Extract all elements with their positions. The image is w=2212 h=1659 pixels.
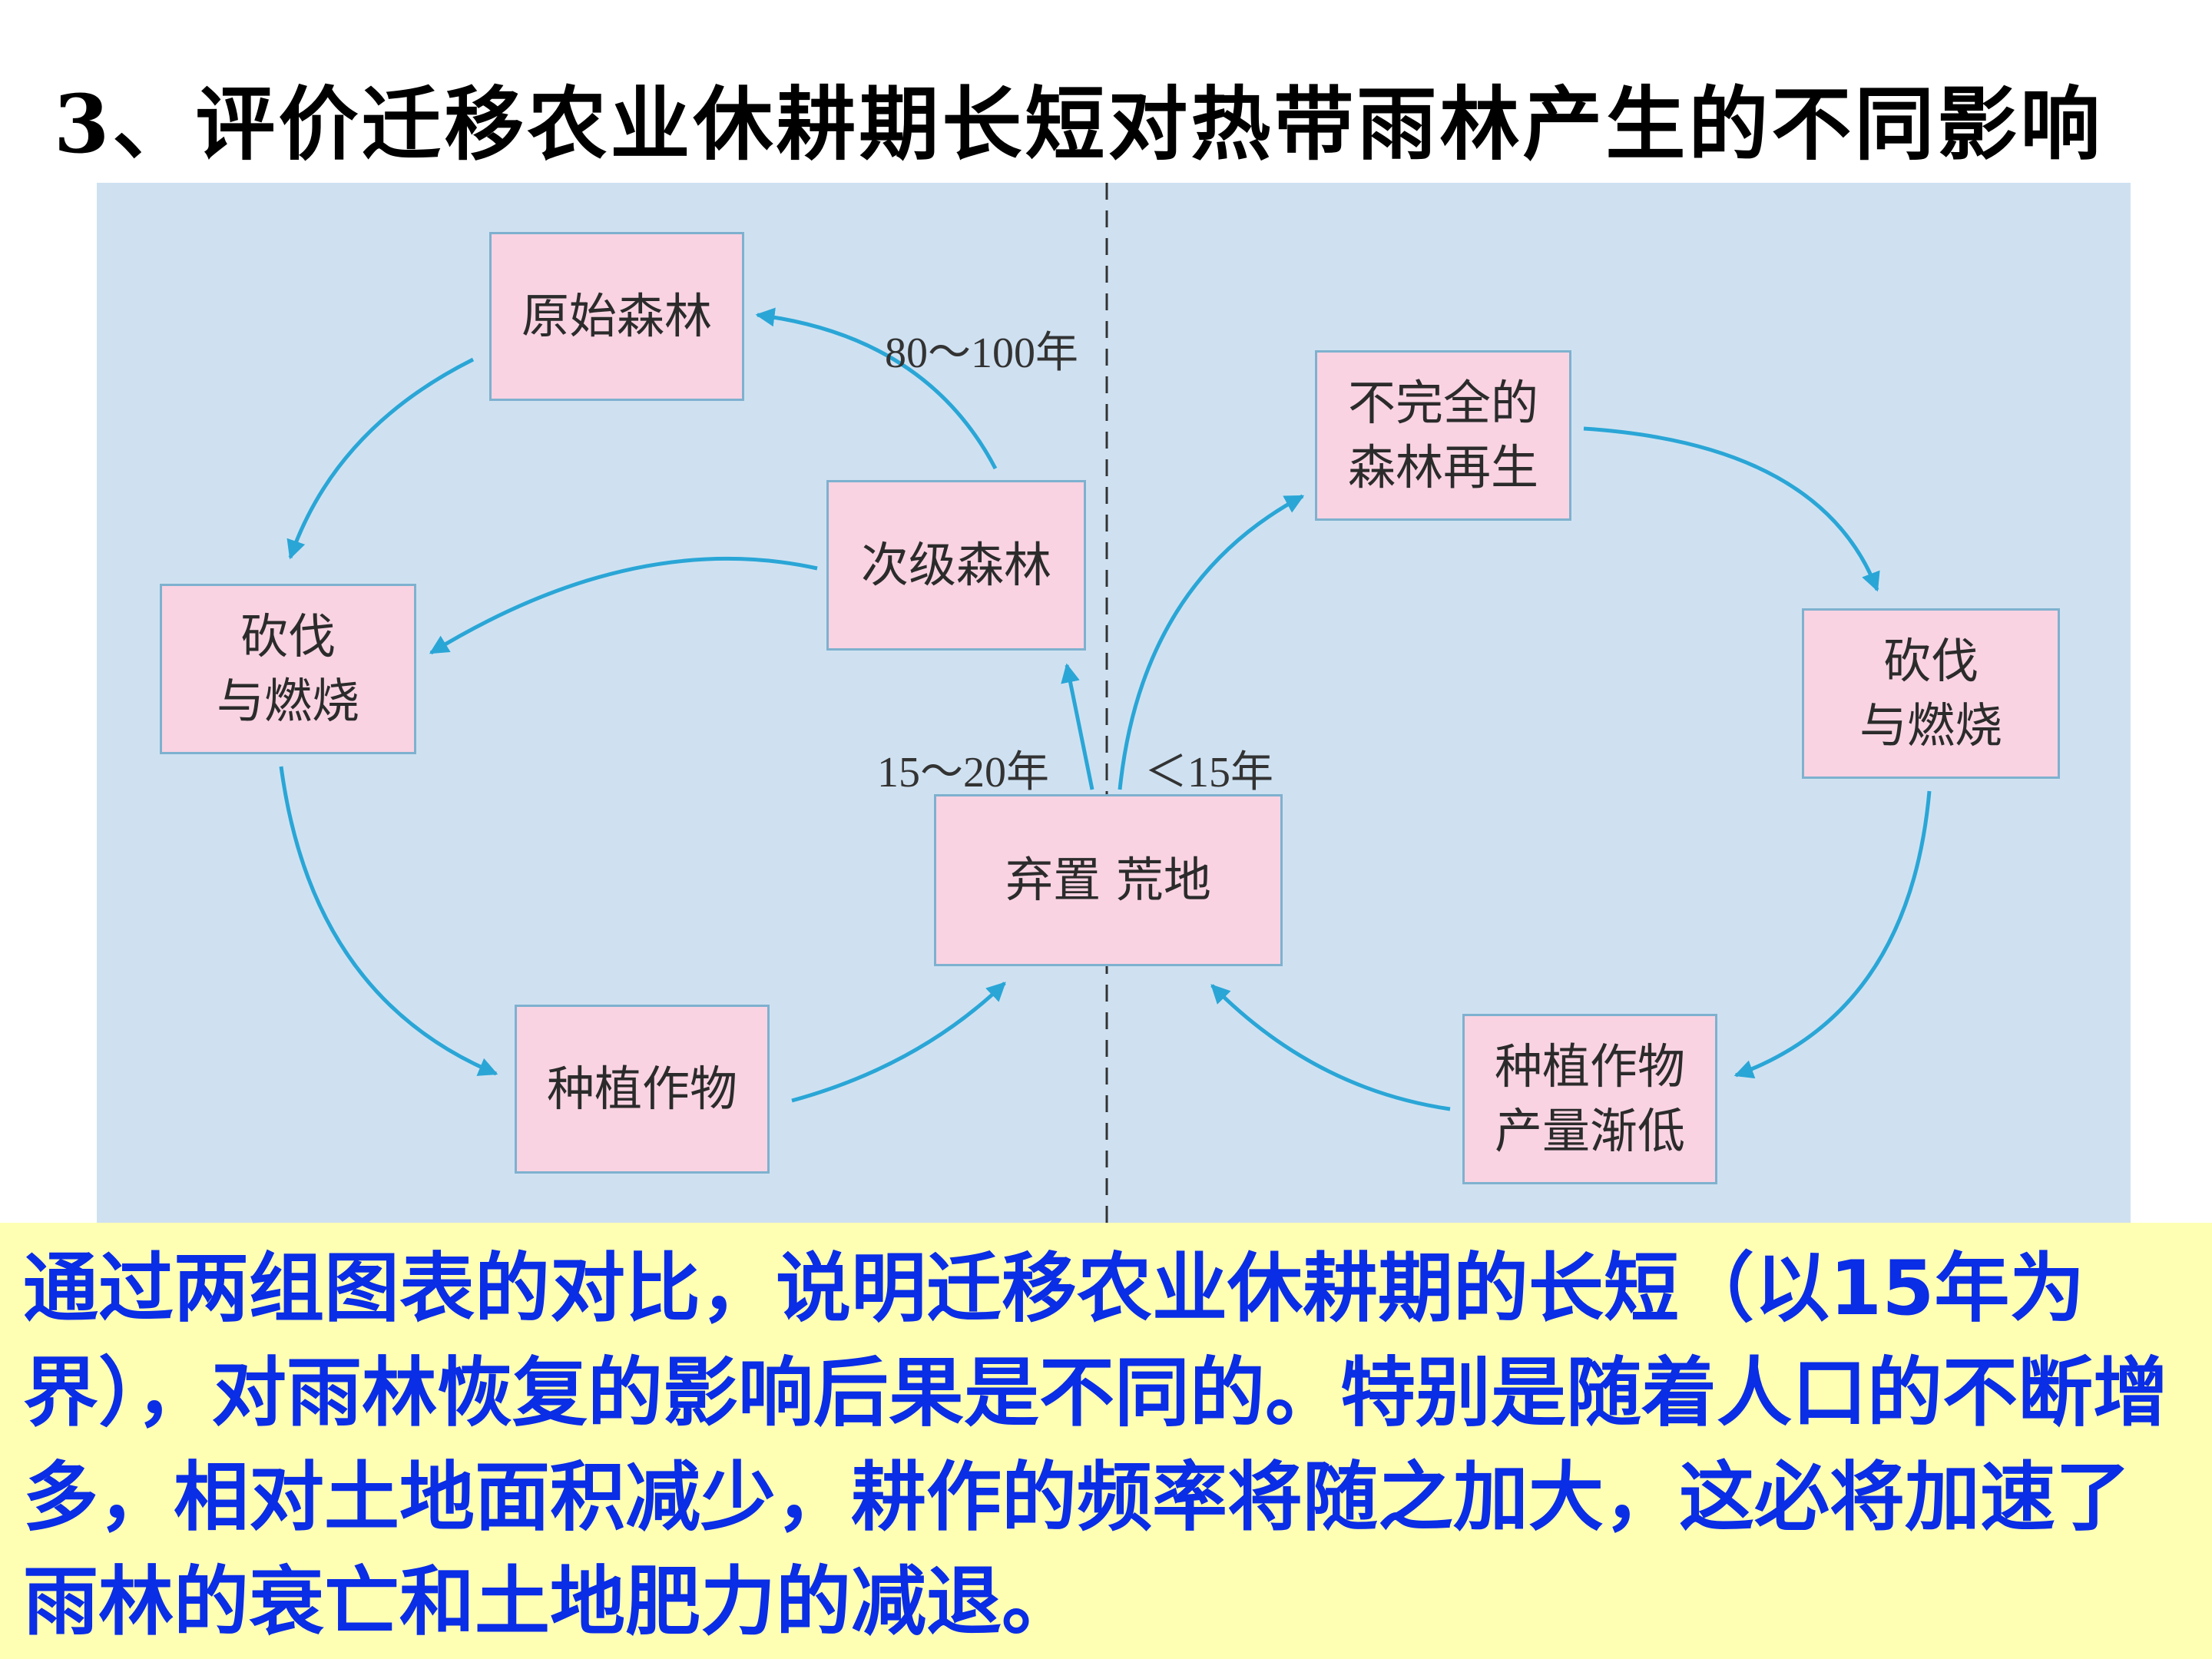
label-15-20-years: 15～20年 (877, 749, 1049, 796)
node-crops-right-line1: 种植作物 (1494, 1038, 1685, 1094)
node-crops-right-text: 种植作物 产量渐低 (1495, 1035, 1685, 1164)
diagram-arrows (279, 183, 1932, 1286)
node-cut-burn-left-text: 砍伐 与燃烧 (217, 604, 359, 733)
node-abandoned-land-label: 弃置 荒地 (1005, 852, 1211, 908)
node-secondary-forest: 次级森林 (826, 480, 1086, 651)
node-primary-forest-label: 原始森林 (521, 288, 712, 344)
node-cut-burn-right: 砍伐 与燃烧 (1802, 608, 2060, 779)
node-crops-right: 种植作物 产量渐低 (1462, 1014, 1717, 1184)
node-incomplete-line2: 森林再生 (1347, 439, 1538, 495)
arrow-crops-to-abandoned (791, 982, 1006, 1103)
node-incomplete-line1: 不完全的 (1347, 375, 1538, 431)
note-box (0, 1223, 2212, 1659)
note-text: 通过两组图表的对比，说明迁移农业休耕期的长短（以15年为界），对雨林恢复的影响后… (23, 1245, 2169, 1646)
node-cut-burn-left-line2: 与燃烧 (216, 673, 359, 729)
node-crops-right-line2: 产量渐低 (1494, 1103, 1685, 1159)
arrow-secondary-to-primary (755, 307, 998, 470)
label-lt15-years: ＜15年 (1144, 749, 1273, 796)
arrow-cut-to-crops (279, 766, 498, 1076)
node-incomplete-regeneration: 不完全的 森林再生 (1315, 350, 1571, 521)
slide-title: 3、评价迁移农业休耕期长短对热带雨林产生的不同影响 (54, 77, 2104, 171)
node-primary-forest: 原始森林 (489, 232, 744, 401)
node-cut-burn-left: 砍伐 与燃烧 (160, 584, 416, 754)
node-cut-burn-right-line2: 与燃烧 (1859, 697, 2002, 753)
arrow-incomplete-to-cut (1583, 426, 1880, 592)
arrow-secondary-to-cut (429, 556, 818, 655)
node-abandoned-land: 弃置 荒地 (934, 794, 1283, 966)
node-cut-burn-right-line1: 砍伐 (1883, 633, 1979, 689)
node-incomplete-text: 不完全的 森林再生 (1348, 371, 1538, 500)
arrow-crops-to-abandoned-right (1210, 984, 1451, 1111)
node-crops-left: 种植作物 (515, 1005, 770, 1174)
label-80-100-years: 80～100年 (885, 329, 1078, 377)
arrow-abandoned-to-secondary (1061, 663, 1094, 790)
node-cut-burn-left-line1: 砍伐 (240, 608, 336, 664)
arrow-abandoned-to-incomplete (1118, 494, 1305, 790)
arrow-cut-to-crops-right (1734, 790, 1932, 1079)
node-crops-left-label: 种植作物 (546, 1061, 737, 1117)
node-cut-burn-right-text: 砍伐 与燃烧 (1859, 629, 2002, 758)
arrow-primary-to-cut (286, 357, 475, 560)
node-secondary-forest-label: 次级森林 (860, 537, 1051, 593)
cycle-diagram: 原始森林 砍伐 与燃烧 种植作物 次级森林 弃置 荒地 不完全的 森林再生 砍伐… (97, 183, 2131, 1286)
